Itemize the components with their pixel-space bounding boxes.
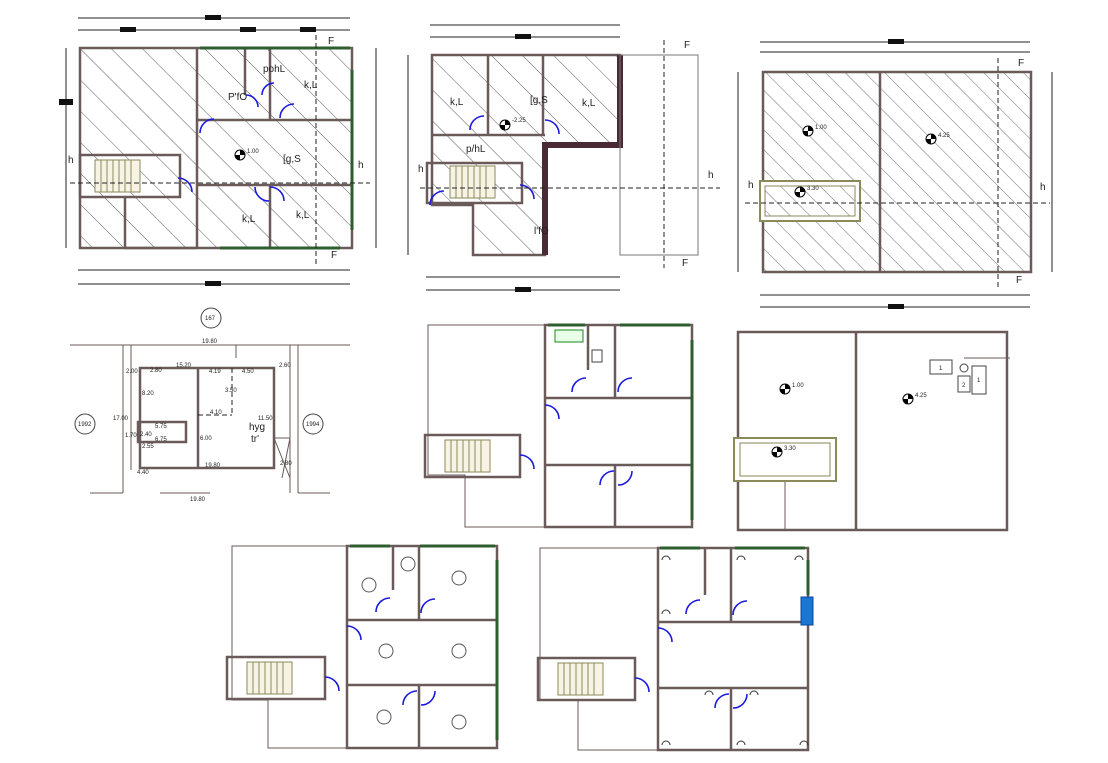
dimension-label: 15.20 [176,363,192,369]
dimension-label: 4.19 [209,369,221,375]
tank-label: 1 [939,366,943,372]
electrical-panel-icon [800,596,814,626]
section-mark-f: F [684,40,690,51]
neighbor-number: 167 [205,316,216,322]
room-label: k,L [582,98,596,109]
socket-icon [661,555,809,746]
dimension-label: 3.50 [225,388,237,394]
neighbor-marker [200,307,222,329]
room-label: hyg [249,422,265,433]
stair-icon [449,165,496,199]
room-label: [g,S [283,154,301,165]
room-label: [g,S [530,95,548,106]
section-mark-f: F [328,36,334,47]
stair-icon [246,661,293,695]
dimension-label: 6.00 [200,436,212,442]
stair-icon [444,439,491,473]
dimension-label: 4.50 [242,369,254,375]
level-label: -2.25 [512,118,526,124]
section-mark-f: F [682,258,688,269]
level-label: 1.00 [792,383,804,389]
section-mark-f: F [331,250,337,261]
light-fixture-icon [361,556,467,730]
floor-plan-top-middle: k,L [g,S k,L p/hL l'fO -2.25 h h F F [407,24,720,292]
level-label: 4.25 [915,393,927,399]
sink-icon [554,329,584,343]
room-label: k,L [242,214,256,225]
section-mark-h: h [1040,182,1046,193]
room-label: l'fO [534,226,549,237]
toilet-icon [591,349,603,363]
room-label: P'fO [228,92,247,103]
stair-icon [94,159,141,193]
dimension-label: 2.55 [142,444,154,450]
dimension-label: 4.40 [137,470,149,476]
neighbor-number: 1994 [306,422,320,428]
room-label: tr' [251,434,259,445]
section-mark-h: h [68,155,74,166]
dimension-label: 1.70 [125,433,137,439]
stair-icon [557,662,604,696]
section-mark-h: h [748,180,754,191]
neighbor-marker [302,413,324,435]
room-label: k,L [450,97,464,108]
level-label: 4.25 [938,133,950,139]
site-plan: 167 1992 1994 19.80 15.20 2.80 4.19 4.50… [70,307,350,503]
dimension-label: 8.20 [142,391,154,397]
floor-plan-middle [423,323,694,529]
dimension-label: 19.80 [190,497,206,503]
dimension-label: 2.80 [150,368,162,374]
dimension-label: 17.00 [113,416,129,422]
section-mark-f: F [1016,275,1022,286]
tank-label: 1 [977,378,981,384]
dimension-label: 11.50 [258,416,273,422]
floor-plan-top-left: pohL P'fO k,L [g,S k,L k,L 1.00 h h F F [59,15,377,286]
dimension-label: 6.75 [155,437,167,443]
dimension-label: 5.75 [155,424,167,430]
floor-plan-bottom-left [225,544,499,750]
dimension-label: 19.80 [205,463,221,469]
dimension-label: 2.00 [126,369,138,375]
room-label: pohL [263,64,286,75]
level-label: 3.30 [807,186,819,192]
level-label: 1.00 [815,125,827,131]
section-mark-h: h [358,160,364,171]
section-mark-h: h [418,164,424,175]
dimension-label: 2.40 [140,432,152,438]
level-label: 3.30 [784,446,796,452]
roof-plan-middle-right: 1.00 4.25 3.30 1 2 1 [733,330,1010,532]
dimension-label: 19.80 [202,339,218,345]
dimension-label: 2.80 [280,461,292,467]
section-mark-f: F [1018,58,1024,69]
tank-label: 2 [962,383,966,389]
water-tank-icon: 1 2 1 [929,357,1010,395]
room-label: k,L [304,80,318,91]
neighbor-number: 1992 [78,422,92,428]
room-label: k,L [296,210,310,221]
roof-plan-top-right: 1.00 4.25 3.30 h h F F [737,39,1053,309]
neighbor-marker [74,413,96,435]
section-mark-h: h [708,170,714,181]
floor-plan-bottom-right [536,546,814,752]
dimension-label: 4.10 [210,410,222,416]
room-label: p/hL [466,144,486,155]
level-label: 1.00 [247,149,259,155]
dimension-label: 2.60 [279,363,291,369]
